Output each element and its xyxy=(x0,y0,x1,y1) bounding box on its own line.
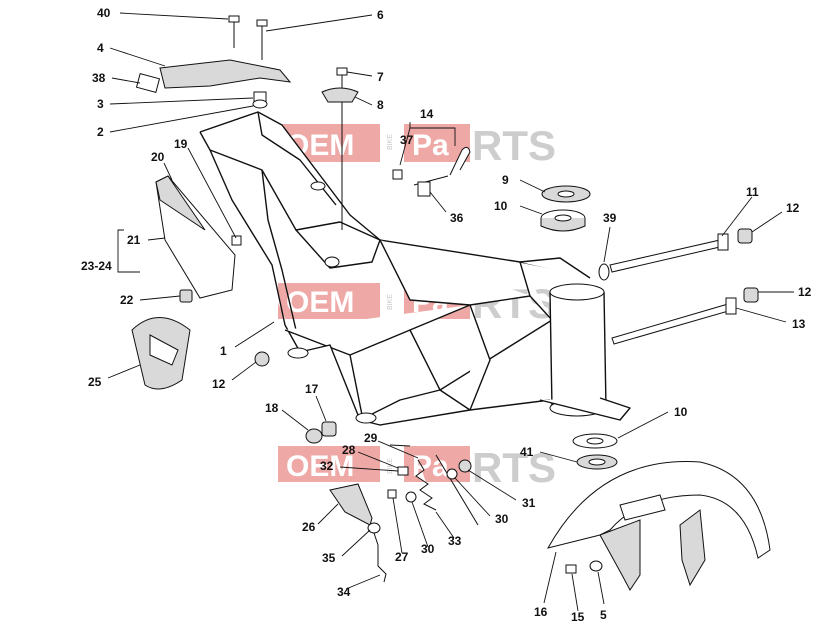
callout-31: 31 xyxy=(522,496,536,510)
callout-2: 2 xyxy=(97,125,104,139)
switch-part-35 xyxy=(367,522,381,534)
callout-32: 32 xyxy=(320,459,334,473)
callout-41: 41 xyxy=(520,445,534,459)
callout-16: 16 xyxy=(534,605,548,619)
callout-12-top: 12 xyxy=(786,201,800,215)
rubber-part-32 xyxy=(397,466,409,476)
watermark-bike-text: BIKE xyxy=(387,458,394,474)
washer-part-30-right xyxy=(446,468,458,480)
callout-10-bottom: 10 xyxy=(674,405,688,419)
callout-33: 33 xyxy=(448,534,462,548)
callout-29: 29 xyxy=(364,431,378,445)
callout-40: 40 xyxy=(97,6,111,20)
washer-part-5 xyxy=(589,560,603,572)
main-frame xyxy=(199,111,631,426)
callout-13: 13 xyxy=(792,317,806,331)
front-mudguard-part-16 xyxy=(546,461,771,591)
leader-lines xyxy=(107,12,794,612)
screw-part-19 xyxy=(231,235,242,246)
watermark-rts-text: RTS xyxy=(472,444,556,491)
callout-12-middle: 12 xyxy=(798,285,812,299)
callout-22: 22 xyxy=(120,293,134,307)
watermark-pa-text: Pa xyxy=(412,129,449,162)
pin-part-29 xyxy=(435,454,479,526)
spring-part-33 xyxy=(415,459,437,511)
watermark-oem-text: OEM xyxy=(286,450,354,483)
bearing-part-10-top xyxy=(540,209,586,232)
callout-20: 20 xyxy=(151,150,165,164)
callout-15: 15 xyxy=(571,610,585,624)
rubber-part-36 xyxy=(417,181,431,197)
spring-part-14 xyxy=(449,146,471,176)
pad-part-38 xyxy=(135,73,161,93)
watermark-bottom: OEM BIKE Pa RTS xyxy=(278,444,556,491)
callout-9: 9 xyxy=(502,173,509,187)
plug-part-12-bottom xyxy=(254,351,270,367)
spacer-part-39 xyxy=(598,263,610,281)
callout-17: 17 xyxy=(305,382,319,396)
callout-4: 4 xyxy=(97,41,104,55)
callout-30-left: 30 xyxy=(421,542,435,556)
watermark-oem-text: OEM xyxy=(286,286,354,319)
watermark-top: OEM BIKE Pa RTS xyxy=(278,122,556,169)
side-cover-part-20 xyxy=(155,175,236,299)
watermark-rts-text: RTS xyxy=(472,122,556,169)
fairing-part-25 xyxy=(131,317,191,390)
washer-part-30-left xyxy=(405,491,417,503)
callout-35: 35 xyxy=(322,551,336,565)
side-stand-part-28 xyxy=(389,444,411,447)
callout-6: 6 xyxy=(377,8,384,22)
bolt-part-40 xyxy=(228,15,240,48)
callout-7: 7 xyxy=(377,70,384,84)
callout-labels: 40 6 4 38 7 3 8 2 14 37 19 20 9 10 11 12… xyxy=(81,6,812,624)
bearing-part-10-bottom xyxy=(572,433,618,449)
washer-part-41 xyxy=(576,454,618,470)
callout-18: 18 xyxy=(265,401,279,415)
shaft-part-13 xyxy=(611,297,737,345)
callout-19: 19 xyxy=(174,137,188,151)
stand-bracket-part-26 xyxy=(329,483,373,526)
callout-38: 38 xyxy=(92,71,106,85)
callout-10-top: 10 xyxy=(494,199,508,213)
bolt-part-6 xyxy=(256,19,268,60)
callout-5: 5 xyxy=(600,608,607,622)
callout-3: 3 xyxy=(97,97,104,111)
callout-12-bottom: 12 xyxy=(212,377,226,391)
callout-36: 36 xyxy=(450,211,464,225)
callout-28: 28 xyxy=(342,443,356,457)
bushing-part-17 xyxy=(321,421,337,437)
callout-39: 39 xyxy=(603,211,617,225)
screw-part-15 xyxy=(565,564,577,574)
nut-part-31 xyxy=(458,459,472,473)
callout-30-right: 30 xyxy=(495,512,509,526)
callout-21: 21 xyxy=(127,233,141,247)
callout-8: 8 xyxy=(377,98,384,112)
callout-1: 1 xyxy=(220,344,227,358)
pivot-shaft-part-11 xyxy=(609,233,729,273)
nut-part-12-top xyxy=(737,228,753,244)
callout-34: 34 xyxy=(337,585,351,599)
sensor-part-34 xyxy=(373,532,387,583)
callout-14: 14 xyxy=(420,107,434,121)
grommet-part-22 xyxy=(179,289,193,303)
washer-part-9 xyxy=(541,185,591,203)
callout-11: 11 xyxy=(746,185,759,199)
callout-37: 37 xyxy=(400,133,414,147)
seat-cover-part-4 xyxy=(159,59,292,89)
watermark-bike-text: BIKE xyxy=(387,134,394,150)
bracket-part-8 xyxy=(321,87,359,103)
callout-25: 25 xyxy=(88,375,102,389)
watermark-bike-text: BIKE xyxy=(387,294,394,310)
cap-part-18 xyxy=(305,428,323,444)
screw-part-27 xyxy=(387,489,397,499)
grommet-part-3 xyxy=(252,91,268,109)
nut-part-12-middle xyxy=(743,287,759,303)
callout-23-24: 23-24 xyxy=(81,259,112,273)
callout-27: 27 xyxy=(395,550,409,564)
callout-26: 26 xyxy=(302,520,316,534)
